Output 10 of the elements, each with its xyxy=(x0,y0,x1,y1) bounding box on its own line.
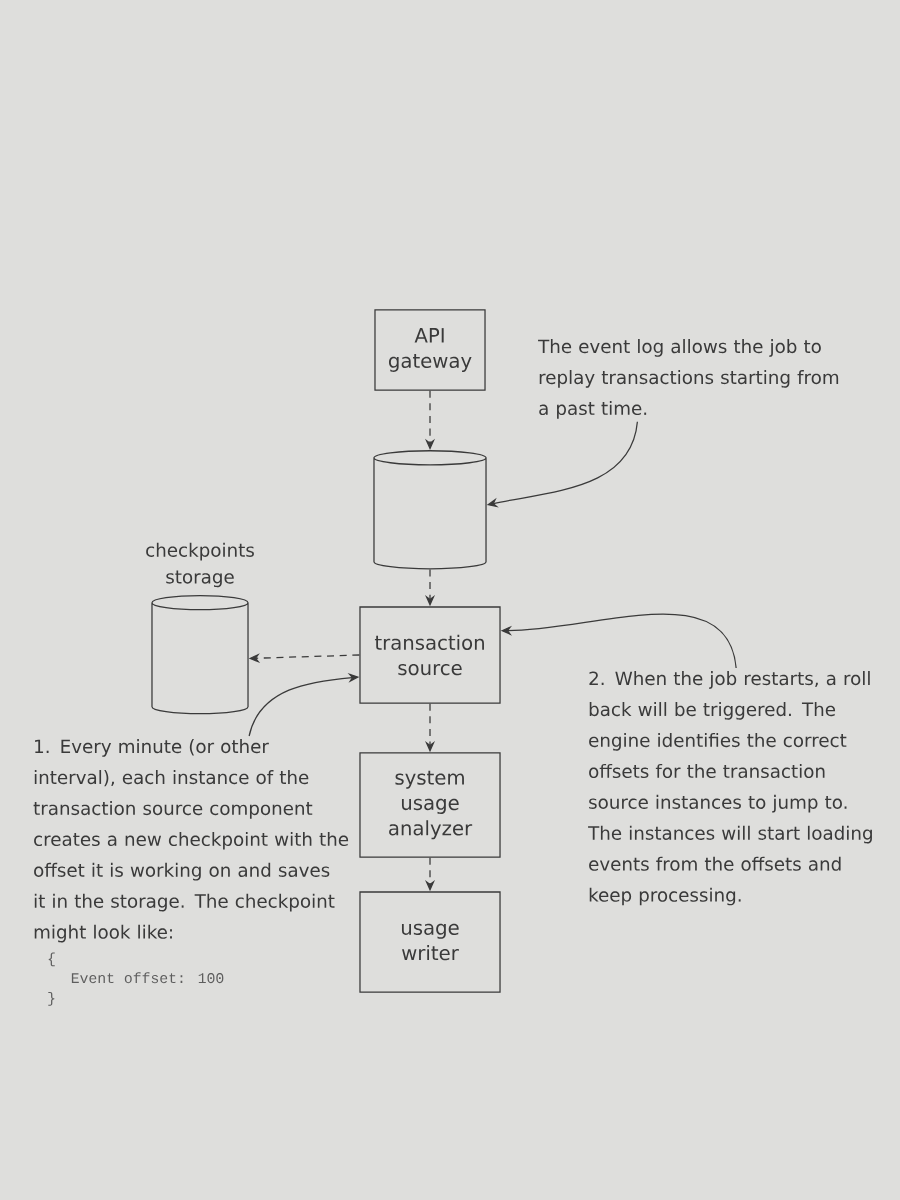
database-cylinder xyxy=(373,450,487,570)
annotation-text: The event log allows the job to replay transactions starting from a past time. xyxy=(538,339,839,419)
process-box: usage writer xyxy=(359,891,501,993)
annotation-text: 2. When the job restarts, a roll back will be triggered. The engine identifies the correct offsets for the transaction source instances to jump to. The instances will start loading events from the offsets and keep processing. xyxy=(588,671,872,906)
process-box: transaction source xyxy=(359,606,501,704)
process-box: system usage analyzer xyxy=(359,752,501,858)
code-snippet: { Event offset: 100 } xyxy=(48,952,224,1006)
annotation-text: 1. Every minute (or other interval), each instance of the transaction source component creates a new checkpoint with the offset it is working on and saves it in the storage. The checkpoint might look like: xyxy=(33,739,349,943)
cylinder-caption: checkpoints storage xyxy=(146,542,254,588)
process-box: API gateway xyxy=(374,309,486,391)
